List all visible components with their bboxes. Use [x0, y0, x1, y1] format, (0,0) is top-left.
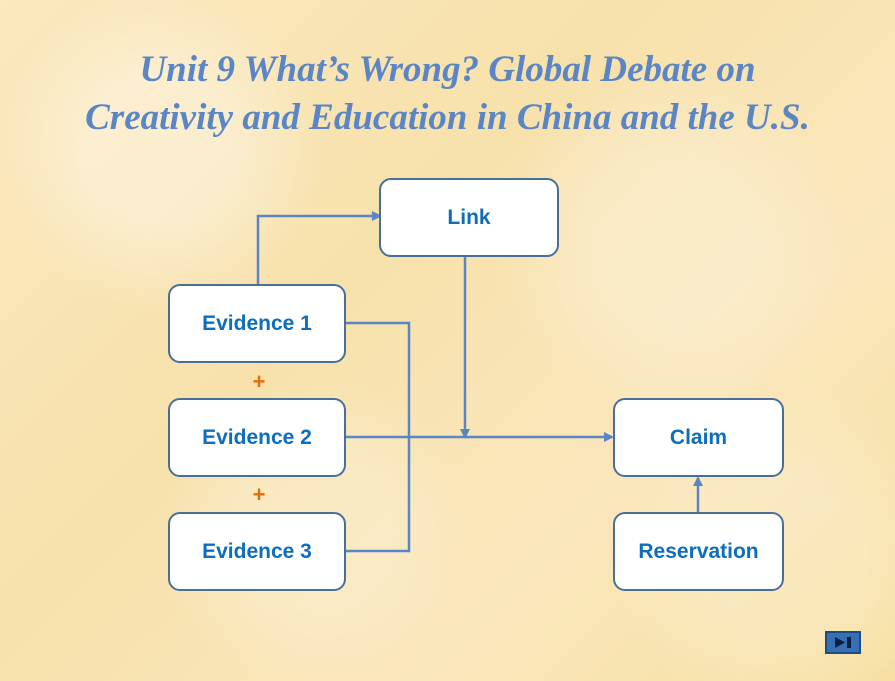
evidence-3-node-label: Evidence 3	[202, 539, 312, 563]
slide-title-line-2: Creativity and Education in China and th…	[85, 97, 810, 138]
slide-title: Unit 9 What’s Wrong? Global Debate on Cr…	[0, 46, 895, 142]
slide-title-line-1: Unit 9 What’s Wrong? Global Debate on	[139, 49, 756, 90]
evidence-plus-operator-1: +	[252, 369, 266, 394]
link-node: Link	[379, 178, 559, 257]
reservation-node-label: Reservation	[638, 539, 759, 563]
reservation-node: Reservation	[613, 512, 784, 591]
claim-node-label: Claim	[669, 425, 728, 449]
next-slide-button[interactable]	[825, 631, 861, 654]
link-node-label: Link	[447, 205, 491, 229]
evidence-2-node: Evidence 2	[168, 398, 346, 477]
evidence-1-to-claim-connector	[346, 321, 411, 437]
evidence-1-to-link-connector	[256, 211, 382, 285]
evidence-3-node: Evidence 3	[168, 512, 346, 591]
evidence-1-node: Evidence 1	[168, 284, 346, 363]
evidence-3-to-claim-connector	[346, 437, 411, 553]
evidence-plus-operator-2: +	[252, 482, 266, 507]
next-slide-icon	[835, 637, 851, 648]
claim-node: Claim	[613, 398, 784, 477]
evidence-2-node-label: Evidence 2	[202, 425, 312, 449]
evidence-1-node-label: Evidence 1	[202, 311, 312, 335]
